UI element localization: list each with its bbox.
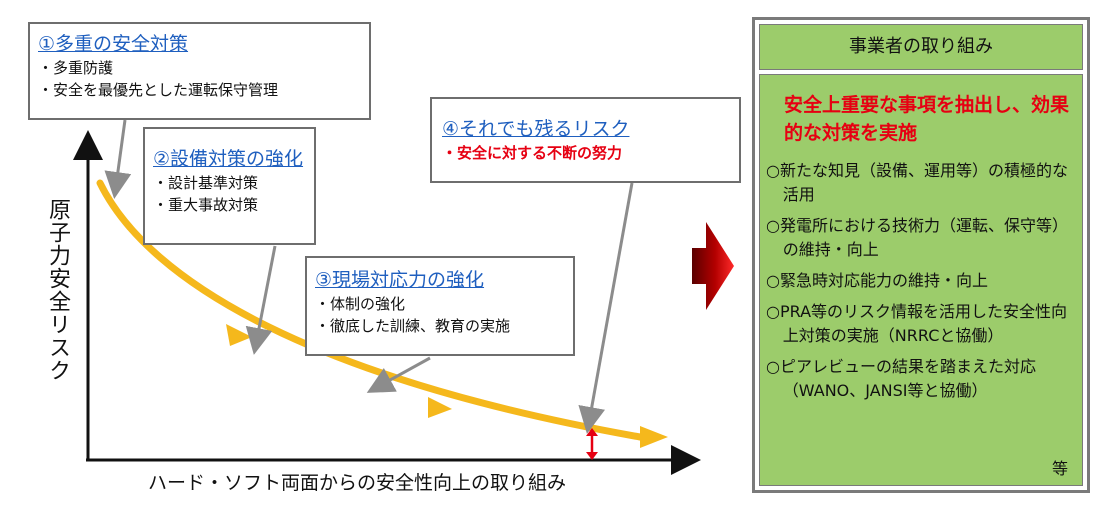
panel-header: 事業者の取り組み [759,24,1083,70]
pointer-line-4 [578,182,634,434]
curve-arrow-mark [428,397,452,418]
pointer-line-2 [245,245,277,355]
box-title: ③現場対応力の強化 [315,269,485,291]
box-item: ・多重防護 [38,59,114,77]
panel-list: ○新たな知見（設備、運用等）の積極的な活用 ○発電所における技術力（運転、保守等… [766,159,1078,410]
list-item: ○ピアレビューの結果を踏まえた対応（WANO、JANSI等と協働） [766,357,1036,400]
curve-arrow-mark [226,324,252,346]
list-item: ○発電所における技術力（運転、保守等）の維持・向上 [766,216,1068,259]
list-item: ○PRA等のリスク情報を活用した安全性向上対策の実施（NRRCと協働） [766,302,1068,345]
pointer-line-1 [104,119,132,199]
curve-arrowhead [640,426,668,448]
box-item: ・設計基準対策 [153,174,259,192]
pointer-line-3 [366,356,431,393]
big-arrow-right-icon [692,222,734,310]
list-item: ○新たな知見（設備、運用等）の積極的な活用 [766,161,1068,204]
y-axis-label: 原子力安全リスク [45,198,70,382]
box-equipment-measures: ②設備対策の強化 ・設計基準対策 ・重大事故対策 [143,127,316,245]
box-title: ②設備対策の強化 [153,148,304,170]
box-multiple-safety: ①多重の安全対策 ・多重防護 ・安全を最優先とした運転保守管理 [28,22,371,120]
box-remaining-risk: ④それでも残るリスク ・安全に対する不断の努力 [430,97,741,183]
box-onsite-response: ③現場対応力の強化 ・体制の強化 ・徹底した訓練、教育の実施 [305,256,575,356]
panel-headline: 安全上重要な事項を抽出し、効果的な対策を実施 [784,94,1070,144]
box-item: ・安全に対する不断の努力 [442,144,623,162]
panel-etc: 等 [1051,459,1068,478]
box-item: ・重大事故対策 [153,196,259,214]
x-axis-label: ハード・ソフト両面からの安全性向上の取り組み [148,472,567,494]
box-item: ・安全を最優先とした運転保守管理 [38,81,279,99]
double-arrow-icon [586,428,598,460]
operator-efforts-panel: 事業者の取り組み 安全上重要な事項を抽出し、効果的な対策を実施 ○新たな知見（設… [752,17,1090,493]
panel-body: 安全上重要な事項を抽出し、効果的な対策を実施 ○新たな知見（設備、運用等）の積極… [759,74,1083,486]
box-title: ④それでも残るリスク [442,118,630,140]
list-item: ○緊急時対応能力の維持・向上 [766,271,988,290]
box-item: ・徹底した訓練、教育の実施 [315,317,511,335]
box-title: ①多重の安全対策 [38,33,189,55]
box-item: ・体制の強化 [315,295,406,313]
